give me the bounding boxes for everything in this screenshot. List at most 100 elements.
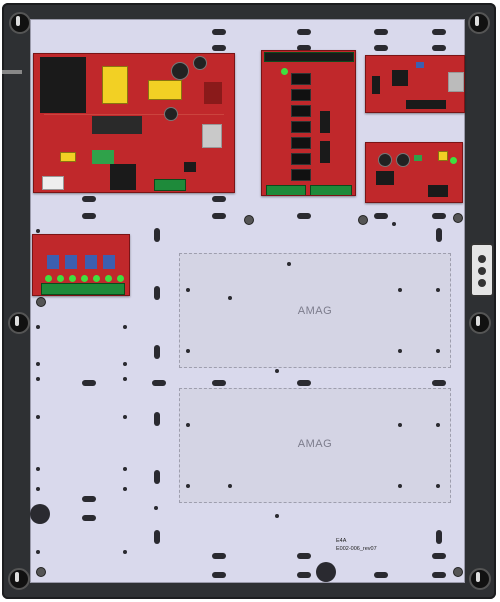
latch-hole [478,279,486,287]
mount-dot [123,550,127,554]
ic [184,162,196,172]
terminal-block-bottom [266,185,306,195]
relay [204,82,222,104]
mount-dot [228,484,232,488]
mount-dot [123,487,127,491]
relay [291,153,311,165]
mount-slot [212,29,226,35]
mount-slot-vertical [154,345,160,359]
relay [291,105,311,117]
mount-dot [436,423,440,427]
mount-dot [123,415,127,419]
mount-slot-vertical [154,530,160,544]
fuse [60,152,76,162]
mount-slot [297,553,311,559]
mount-dot [36,229,40,233]
ic [320,111,330,133]
mount-dot [123,467,127,471]
part-label-line2: E002-006_rev07 [336,546,377,552]
mount-hole-mid-right [469,312,491,334]
mount-dot [36,487,40,491]
latch-hole [478,255,486,263]
status-led [93,275,100,282]
transformer [40,57,86,113]
power-supply-board [33,53,235,193]
reader-interface-board [365,142,463,203]
mount-dot [436,484,440,488]
fuse-holder [103,255,115,269]
component [438,151,448,161]
knockout-left [30,504,50,524]
mount-slot-vertical [436,228,442,242]
fuse-holder [65,255,77,269]
processor [392,70,408,86]
mount-slot [432,29,446,35]
terminal-block [428,185,448,197]
mount-dot [398,423,402,427]
capacitor [193,56,207,70]
mount-slot [432,553,446,559]
mount-slot [432,45,446,51]
mount-dot [398,349,402,353]
connector-strip [42,176,64,190]
capacitor [396,153,410,167]
mount-dot [186,349,190,353]
status-led [45,275,52,282]
relay [291,121,311,133]
screw [244,215,254,225]
mount-slot [212,45,226,51]
ic [376,171,394,185]
capacitor [378,153,392,167]
status-led [105,275,112,282]
hinge-pin [2,70,22,74]
mount-slot [432,213,446,219]
mount-dot [36,467,40,471]
mount-hole-bottom-right [469,568,491,590]
relay [291,73,311,85]
status-led [117,275,124,282]
component [414,155,422,161]
latch-hole [478,267,486,275]
mount-slot [212,553,226,559]
chip [110,164,136,190]
mount-slot [297,572,311,578]
mount-slot [82,515,96,521]
mount-dot [228,296,232,300]
screw [453,213,463,223]
status-led [69,275,76,282]
mount-dot [398,288,402,292]
inductor [148,80,182,100]
mount-dot [186,288,190,292]
mount-slot [297,29,311,35]
mount-slot [82,196,96,202]
terminal-block [406,100,446,109]
connector [202,124,222,148]
mount-slot [432,572,446,578]
mount-dot [123,377,127,381]
mount-dot [398,484,402,488]
mount-slot [82,213,96,219]
mount-slot-vertical [154,470,160,484]
mount-slot [297,213,311,219]
mount-slot-vertical [154,412,160,426]
terminal-block [41,283,125,295]
part-label-line1: E4A [336,538,347,544]
mount-slot [432,380,446,386]
mount-slot [374,572,388,578]
relay [291,137,311,149]
terminal-block [154,179,186,191]
relay-board [261,50,356,196]
door-latch[interactable] [470,243,494,297]
mount-slot [212,380,226,386]
screw [36,567,46,577]
mount-slot [297,45,311,51]
mount-slot [374,29,388,35]
mount-dot [123,325,127,329]
module-placeholder-label: AMAG [297,305,333,317]
relay [291,169,311,181]
status-led [450,157,457,164]
mount-dot [36,415,40,419]
terminal-block-top [264,52,354,62]
mount-slot [212,572,226,578]
fuse-holder [47,255,59,269]
